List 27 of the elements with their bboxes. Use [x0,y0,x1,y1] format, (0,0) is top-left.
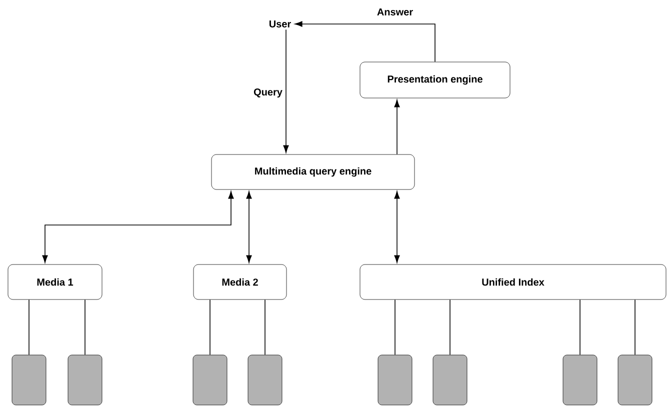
index-box: Unified Index [360,264,666,300]
connector-line [28,299,30,356]
connector-line [634,299,636,356]
arrow [42,191,234,263]
arrow [394,191,400,263]
storage-box [562,354,598,406]
storage-box [192,354,228,406]
connector-line [394,299,396,356]
storage-box [378,354,412,406]
engine-box: Presentation engine [360,62,510,98]
storage-box [618,354,652,406]
storage-box [432,354,468,406]
user-label: User [269,20,291,28]
media-box: Media 2 [193,264,287,300]
edge-label: Answer [376,8,414,16]
arrow [394,100,400,155]
arrow [294,21,436,62]
arrow [246,191,252,263]
storage-box [68,354,102,406]
arrow [283,29,289,153]
storage-box [12,354,46,406]
connector-line [84,299,86,356]
edge-label: Query [252,87,284,99]
connector-line [264,299,266,356]
engine-box: Multimedia query engine [211,154,415,190]
media-box: Media 1 [8,264,102,300]
storage-box [248,354,282,406]
